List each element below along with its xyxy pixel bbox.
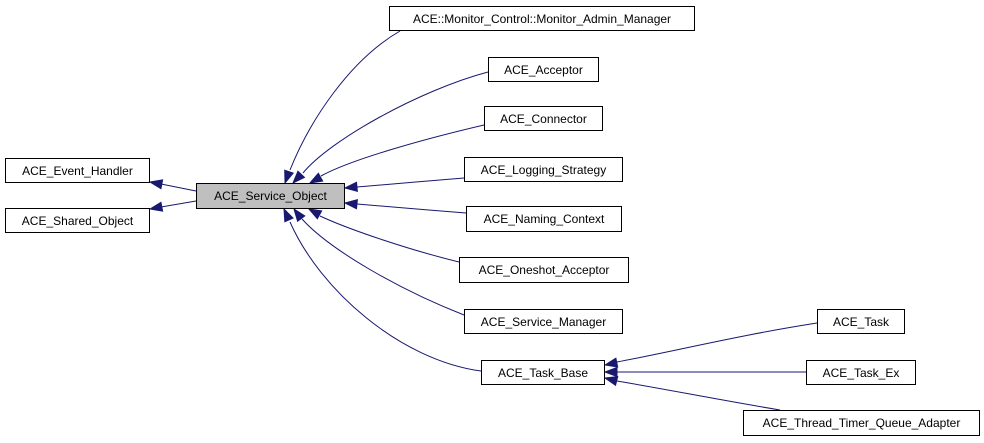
node-label: ACE_Logging_Strategy [480,162,607,177]
node-label: ACE::Monitor_Control::Monitor_Admin_Mana… [412,11,672,26]
node-ace-monitor-admin-manager[interactable]: ACE::Monitor_Control::Monitor_Admin_Mana… [389,6,695,31]
edge-acceptor-to-service-object [292,71,489,185]
node-label: ACE_Shared_Object [21,213,134,228]
node-label: ACE_Acceptor [504,62,583,77]
arrowhead [284,169,295,185]
arrowhead [148,179,164,190]
arrowhead [603,366,618,378]
node-ace-shared-object[interactable]: ACE_Shared_Object [5,208,150,233]
node-ace-task-base[interactable]: ACE_Task_Base [481,360,605,385]
edge-line [160,200,197,208]
edge-monitor-admin-manager-to-service-object [284,30,401,185]
node-label: ACE_Service_Manager [480,314,607,329]
edge-thread-timer-queue-adapter-to-task-base [603,375,781,411]
edge-task-to-task-base [603,322,818,368]
edge-service-object-to-shared-object [148,200,197,212]
edge-line [616,322,818,363]
node-ace-task[interactable]: ACE_Task [817,309,905,334]
edge-line [289,221,482,372]
node-label: ACE_Connector [500,111,587,126]
edge-logging-strategy-to-service-object [343,177,465,192]
node-ace-naming-context[interactable]: ACE_Naming_Context [466,206,622,232]
node-ace-oneshot-acceptor[interactable]: ACE_Oneshot_Acceptor [459,257,629,283]
arrowhead [283,207,294,223]
arrowhead [343,181,358,192]
arrowhead [293,207,306,223]
edge-line [356,177,465,188]
node-label: ACE_Oneshot_Acceptor [478,263,610,277]
node-ace-logging-strategy[interactable]: ACE_Logging_Strategy [464,157,623,182]
edge-service-manager-to-service-object [293,207,465,316]
node-ace-thread-timer-queue-adapter[interactable]: ACE_Thread_Timer_Queue_Adapter [743,410,980,436]
edge-service-object-to-event-handler [148,179,197,192]
edge-line [301,218,465,316]
edge-line [356,203,467,214]
edge-oneshot-acceptor-to-service-object [307,208,460,263]
arrowhead [603,357,619,368]
node-ace-acceptor[interactable]: ACE_Acceptor [488,57,599,82]
node-ace-service-object[interactable]: ACE_Service_Object [196,183,345,209]
edge-line [160,183,197,192]
arrowhead [307,208,323,220]
edge-connector-to-service-object [308,124,485,184]
edge-line [320,124,485,177]
node-label: ACE_Event_Handler [22,163,133,178]
node-label: ACE_Task_Ex [822,365,900,380]
node-label: ACE_Task [832,314,890,329]
arrowhead [308,172,324,184]
edge-task-base-to-service-object [283,207,482,372]
node-label: ACE_Task_Base [497,365,589,380]
arrowhead [603,375,619,387]
node-label: ACE_Service_Object [214,189,327,203]
arrowhead [343,199,358,210]
edge-line [319,215,460,263]
edge-task-ex-to-task-base [603,366,806,378]
node-ace-event-handler[interactable]: ACE_Event_Handler [5,158,150,183]
node-ace-service-manager[interactable]: ACE_Service_Manager [464,309,623,334]
node-label: ACE_Thread_Timer_Queue_Adapter [762,416,961,430]
node-ace-connector[interactable]: ACE_Connector [484,106,603,131]
edge-line [616,380,781,411]
edge-line [289,30,401,171]
arrowhead [148,201,164,212]
edge-naming-context-to-service-object [343,199,467,214]
edge-line [302,71,489,174]
inheritance-edges [148,30,818,411]
node-label: ACE_Naming_Context [483,212,605,226]
arrowhead [292,170,306,185]
node-ace-task-ex[interactable]: ACE_Task_Ex [806,360,916,385]
